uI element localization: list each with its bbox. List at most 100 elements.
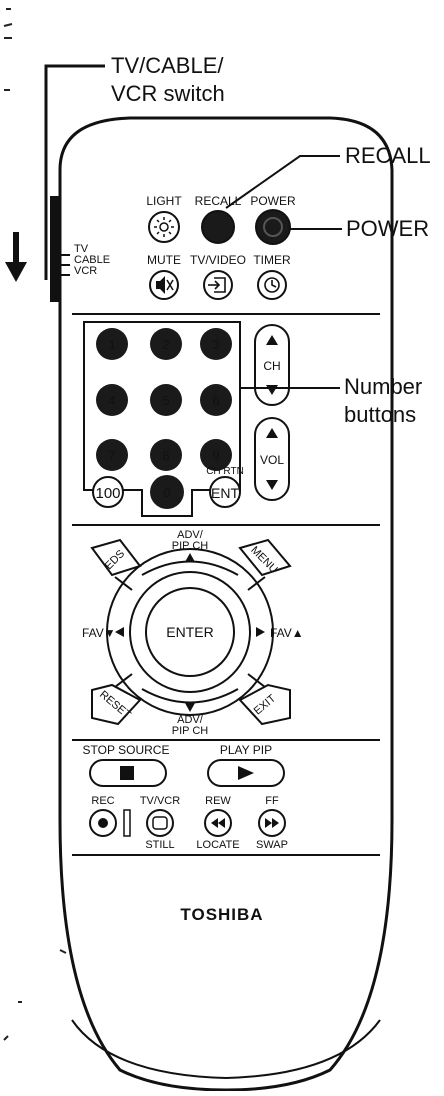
number-button-8[interactable] xyxy=(150,439,182,471)
number-button-7[interactable] xyxy=(96,439,128,471)
number-digits: 1 2 3 4 5 6 7 8 9 0 xyxy=(108,337,219,500)
nav-right-icon[interactable] xyxy=(256,627,265,637)
play-pip-label: PLAY PIP xyxy=(220,743,272,757)
number-button-3[interactable] xyxy=(200,328,232,360)
adv-bottom-label-1: ADV/ xyxy=(177,714,204,726)
digit-9: 9 xyxy=(212,448,219,463)
light-label: LIGHT xyxy=(146,194,182,208)
play-icon xyxy=(238,766,254,780)
number-button-1[interactable] xyxy=(96,328,128,360)
clock-icon xyxy=(264,277,280,293)
digit-4: 4 xyxy=(108,393,115,408)
timer-label: TIMER xyxy=(253,253,291,267)
nav-up-icon xyxy=(185,553,195,562)
recall-callout-label: RECALL xyxy=(345,143,431,168)
digit-2: 2 xyxy=(162,337,169,352)
arrow-down-icon xyxy=(5,232,27,282)
number-button-9[interactable] xyxy=(200,439,232,471)
timer-button[interactable] xyxy=(257,270,287,300)
input-icon xyxy=(208,277,226,293)
hundred-button[interactable] xyxy=(92,476,124,508)
brand-logo: TOSHIBA xyxy=(180,905,263,924)
recall-callout-line xyxy=(225,155,340,209)
adv-bottom-label-2: PIP CH xyxy=(172,725,209,737)
switch-callout-line2: VCR switch xyxy=(111,81,225,106)
channel-up-icon xyxy=(266,335,278,345)
nav-left-icon[interactable] xyxy=(115,627,124,637)
digit-1: 1 xyxy=(108,337,115,352)
play-button[interactable] xyxy=(207,759,285,787)
record-icon xyxy=(98,818,108,828)
swap-label: SWAP xyxy=(256,839,288,851)
tv-vcr-icon xyxy=(152,816,168,830)
stop-icon xyxy=(120,766,134,780)
ff-button[interactable] xyxy=(258,809,286,837)
number-callout-line1: Number xyxy=(344,374,423,399)
rew-button[interactable] xyxy=(204,809,232,837)
enter-label: ENTER xyxy=(166,624,213,640)
remote-body xyxy=(58,116,394,1092)
power-callout-label: POWER xyxy=(346,216,430,241)
digit-8: 8 xyxy=(162,448,169,463)
tv-video-button[interactable] xyxy=(203,270,233,300)
reset-button[interactable] xyxy=(91,683,142,726)
number-button-2[interactable] xyxy=(150,328,182,360)
channel-rocker[interactable] xyxy=(254,324,290,406)
rec-indicator xyxy=(123,809,131,837)
stop-source-label: STOP SOURCE xyxy=(83,743,170,757)
mute-icon xyxy=(156,276,174,294)
light-button[interactable] xyxy=(148,211,180,243)
stop-button[interactable] xyxy=(89,759,167,787)
tv-video-label: TV/VIDEO xyxy=(190,253,246,267)
ch-label: CH xyxy=(263,359,280,373)
switch-callout-line xyxy=(44,64,105,280)
ent-label: ENT xyxy=(211,485,239,501)
mute-button[interactable] xyxy=(149,270,179,300)
enter-button[interactable] xyxy=(145,587,235,677)
nav-up-button[interactable] xyxy=(141,553,239,576)
number-button-4[interactable] xyxy=(96,384,128,416)
digit-6: 6 xyxy=(212,393,219,408)
number-button-5[interactable] xyxy=(150,384,182,416)
switch-position-tv: TV xyxy=(74,243,89,255)
power-button[interactable] xyxy=(255,209,291,245)
menu-button[interactable] xyxy=(238,538,292,577)
ch-rtn-label: CH RTN xyxy=(206,466,244,477)
number-button-0[interactable] xyxy=(150,475,184,509)
number-callout-line2: buttons xyxy=(344,402,417,427)
remote-bottom-rim xyxy=(71,1019,381,1080)
ff-label: FF xyxy=(265,795,279,807)
still-label: STILL xyxy=(145,839,174,851)
number-button-6[interactable] xyxy=(200,384,232,416)
digit-3: 3 xyxy=(212,337,219,352)
tv-vcr-label: TV/VCR xyxy=(140,795,180,807)
switch-callout-line1: TV/CABLE/ xyxy=(111,53,224,78)
adv-top-label-1: ADV/ xyxy=(177,529,204,541)
ent-button[interactable] xyxy=(209,476,241,508)
volume-rocker[interactable] xyxy=(254,417,290,501)
digit-5: 5 xyxy=(162,393,169,408)
rec-label: REC xyxy=(91,795,114,807)
eds-button[interactable] xyxy=(90,538,142,577)
hundred-label: 100 xyxy=(95,485,120,502)
switch-position-vcr: VCR xyxy=(74,265,97,277)
fast-forward-icon xyxy=(265,818,279,828)
number-buttons xyxy=(96,328,232,509)
mute-label: MUTE xyxy=(147,253,181,267)
volume-down-icon xyxy=(266,480,278,490)
tv-vcr-button[interactable] xyxy=(146,809,174,837)
exit-button[interactable] xyxy=(238,683,291,726)
rec-button[interactable] xyxy=(89,809,117,837)
power-label: POWER xyxy=(250,194,296,208)
locate-label: LOCATE xyxy=(196,839,239,851)
digit-7: 7 xyxy=(108,448,115,463)
rewind-icon xyxy=(211,818,225,828)
fav-down-label: FAV▼ xyxy=(82,626,116,640)
rew-label: REW xyxy=(205,795,231,807)
recall-button[interactable] xyxy=(201,210,235,244)
fav-up-label: FAV▲ xyxy=(270,626,304,640)
nav-down-button[interactable] xyxy=(141,688,239,712)
digit-0: 0 xyxy=(163,485,170,500)
tv-cable-vcr-switch[interactable] xyxy=(50,196,70,302)
